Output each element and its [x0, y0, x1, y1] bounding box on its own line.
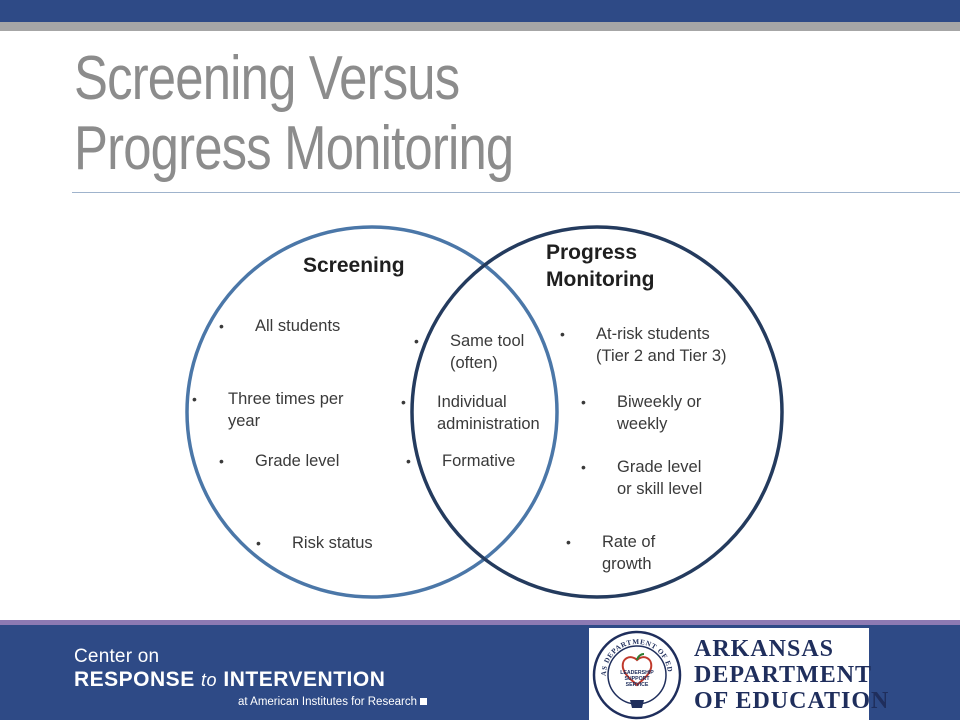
center-on-rti-logo: Center on RESPONSE to INTERVENTION at Am…	[74, 647, 427, 711]
progress-monitoring-circle	[410, 225, 784, 599]
shared-item-individual-administration: • Individual administration	[401, 391, 540, 435]
item-text: or skill level	[617, 480, 703, 498]
ade-line-2: DEPARTMENT	[694, 662, 873, 688]
center-logo-line-3: at American Institutes for Research	[238, 693, 427, 711]
title-line-1: Screening Versus	[74, 44, 460, 113]
screening-item-risk-status: • Risk status	[256, 532, 373, 554]
title-divider	[72, 192, 960, 193]
item-text: All students	[255, 317, 341, 335]
heading-line-2: Monitoring	[546, 268, 655, 291]
item-text: (Tier 2 and Tier 3)	[596, 347, 727, 365]
item-text: Grade level	[255, 452, 340, 470]
item-text: Biweekly or	[617, 393, 702, 411]
pm-item-biweekly: • Biweekly or weekly	[581, 391, 702, 435]
bullet-icon: •	[192, 391, 197, 407]
item-text: At-risk students	[596, 325, 710, 343]
item-text: Risk status	[292, 534, 373, 552]
screening-heading: Screening	[303, 254, 405, 277]
bullet-icon: •	[256, 535, 261, 551]
footer-accent-stripe	[0, 620, 960, 625]
item-text: year	[228, 412, 261, 430]
center-logo-to: to	[201, 670, 218, 690]
item-text: Same tool	[450, 332, 525, 350]
item-text: (often)	[450, 354, 498, 372]
item-text: administration	[437, 415, 540, 433]
item-text: Rate of	[602, 533, 656, 551]
ade-line-1: ARKANSAS	[694, 636, 835, 662]
top-banner-accent	[0, 22, 960, 31]
bullet-icon: •	[219, 318, 224, 334]
bullet-icon: •	[219, 453, 224, 469]
screening-item-three-times: • Three times per year	[192, 388, 344, 432]
center-logo-line-2: RESPONSE to INTERVENTION	[74, 667, 427, 693]
bullet-icon: •	[566, 534, 571, 550]
bullet-icon: •	[414, 333, 419, 349]
item-text: growth	[602, 555, 652, 573]
item-text: weekly	[617, 415, 668, 433]
item-text: Three times per	[228, 390, 344, 408]
bullet-icon: •	[401, 394, 406, 410]
screening-item-grade-level: • Grade level	[219, 450, 340, 472]
bullet-icon: •	[581, 394, 586, 410]
center-logo-intervention: INTERVENTION	[223, 668, 386, 691]
ade-seal-icon: ARKANSAS DEPARTMENT OF EDUCATION LEADERS…	[592, 630, 682, 720]
slide-title: Screening Versus Progress Monitoring	[74, 44, 514, 184]
ade-wordmark: ARKANSAS DEPARTMENT OF EDUCATION	[694, 636, 889, 714]
seal-inner-line-3: SERVICE	[626, 682, 649, 688]
center-logo-line-1: Center on	[74, 646, 160, 667]
square-icon	[419, 698, 427, 705]
bullet-icon: •	[581, 459, 586, 475]
bullet-icon: •	[560, 326, 565, 342]
center-logo-air: at American Institutes for Research	[238, 696, 417, 708]
pm-item-at-risk: • At-risk students (Tier 2 and Tier 3)	[560, 323, 727, 367]
center-logo-response: RESPONSE	[74, 668, 195, 691]
progress-monitoring-heading: Progress Monitoring	[546, 239, 654, 293]
item-text: Grade level	[617, 458, 702, 476]
seal-inner-line-1: LEADERSHIP	[620, 670, 654, 676]
shared-item-formative: • Formative	[406, 450, 516, 472]
screening-circle	[185, 225, 559, 599]
seal-inner-line-2: SUPPORT	[624, 676, 650, 682]
title-line-2: Progress Monitoring	[74, 114, 514, 183]
screening-item-all-students: • All students	[219, 315, 341, 337]
bullet-icon: •	[406, 453, 411, 469]
item-text: Formative	[442, 452, 516, 470]
shared-item-same-tool: • Same tool (often)	[414, 330, 525, 374]
top-banner	[0, 0, 960, 22]
item-text: Individual	[437, 393, 507, 411]
heading-line-1: Progress	[546, 241, 638, 264]
pm-item-rate-of-growth: • Rate of growth	[566, 531, 656, 575]
pm-item-grade-skill-level: • Grade level or skill level	[581, 456, 703, 500]
ade-line-3: OF EDUCATION	[694, 688, 890, 714]
